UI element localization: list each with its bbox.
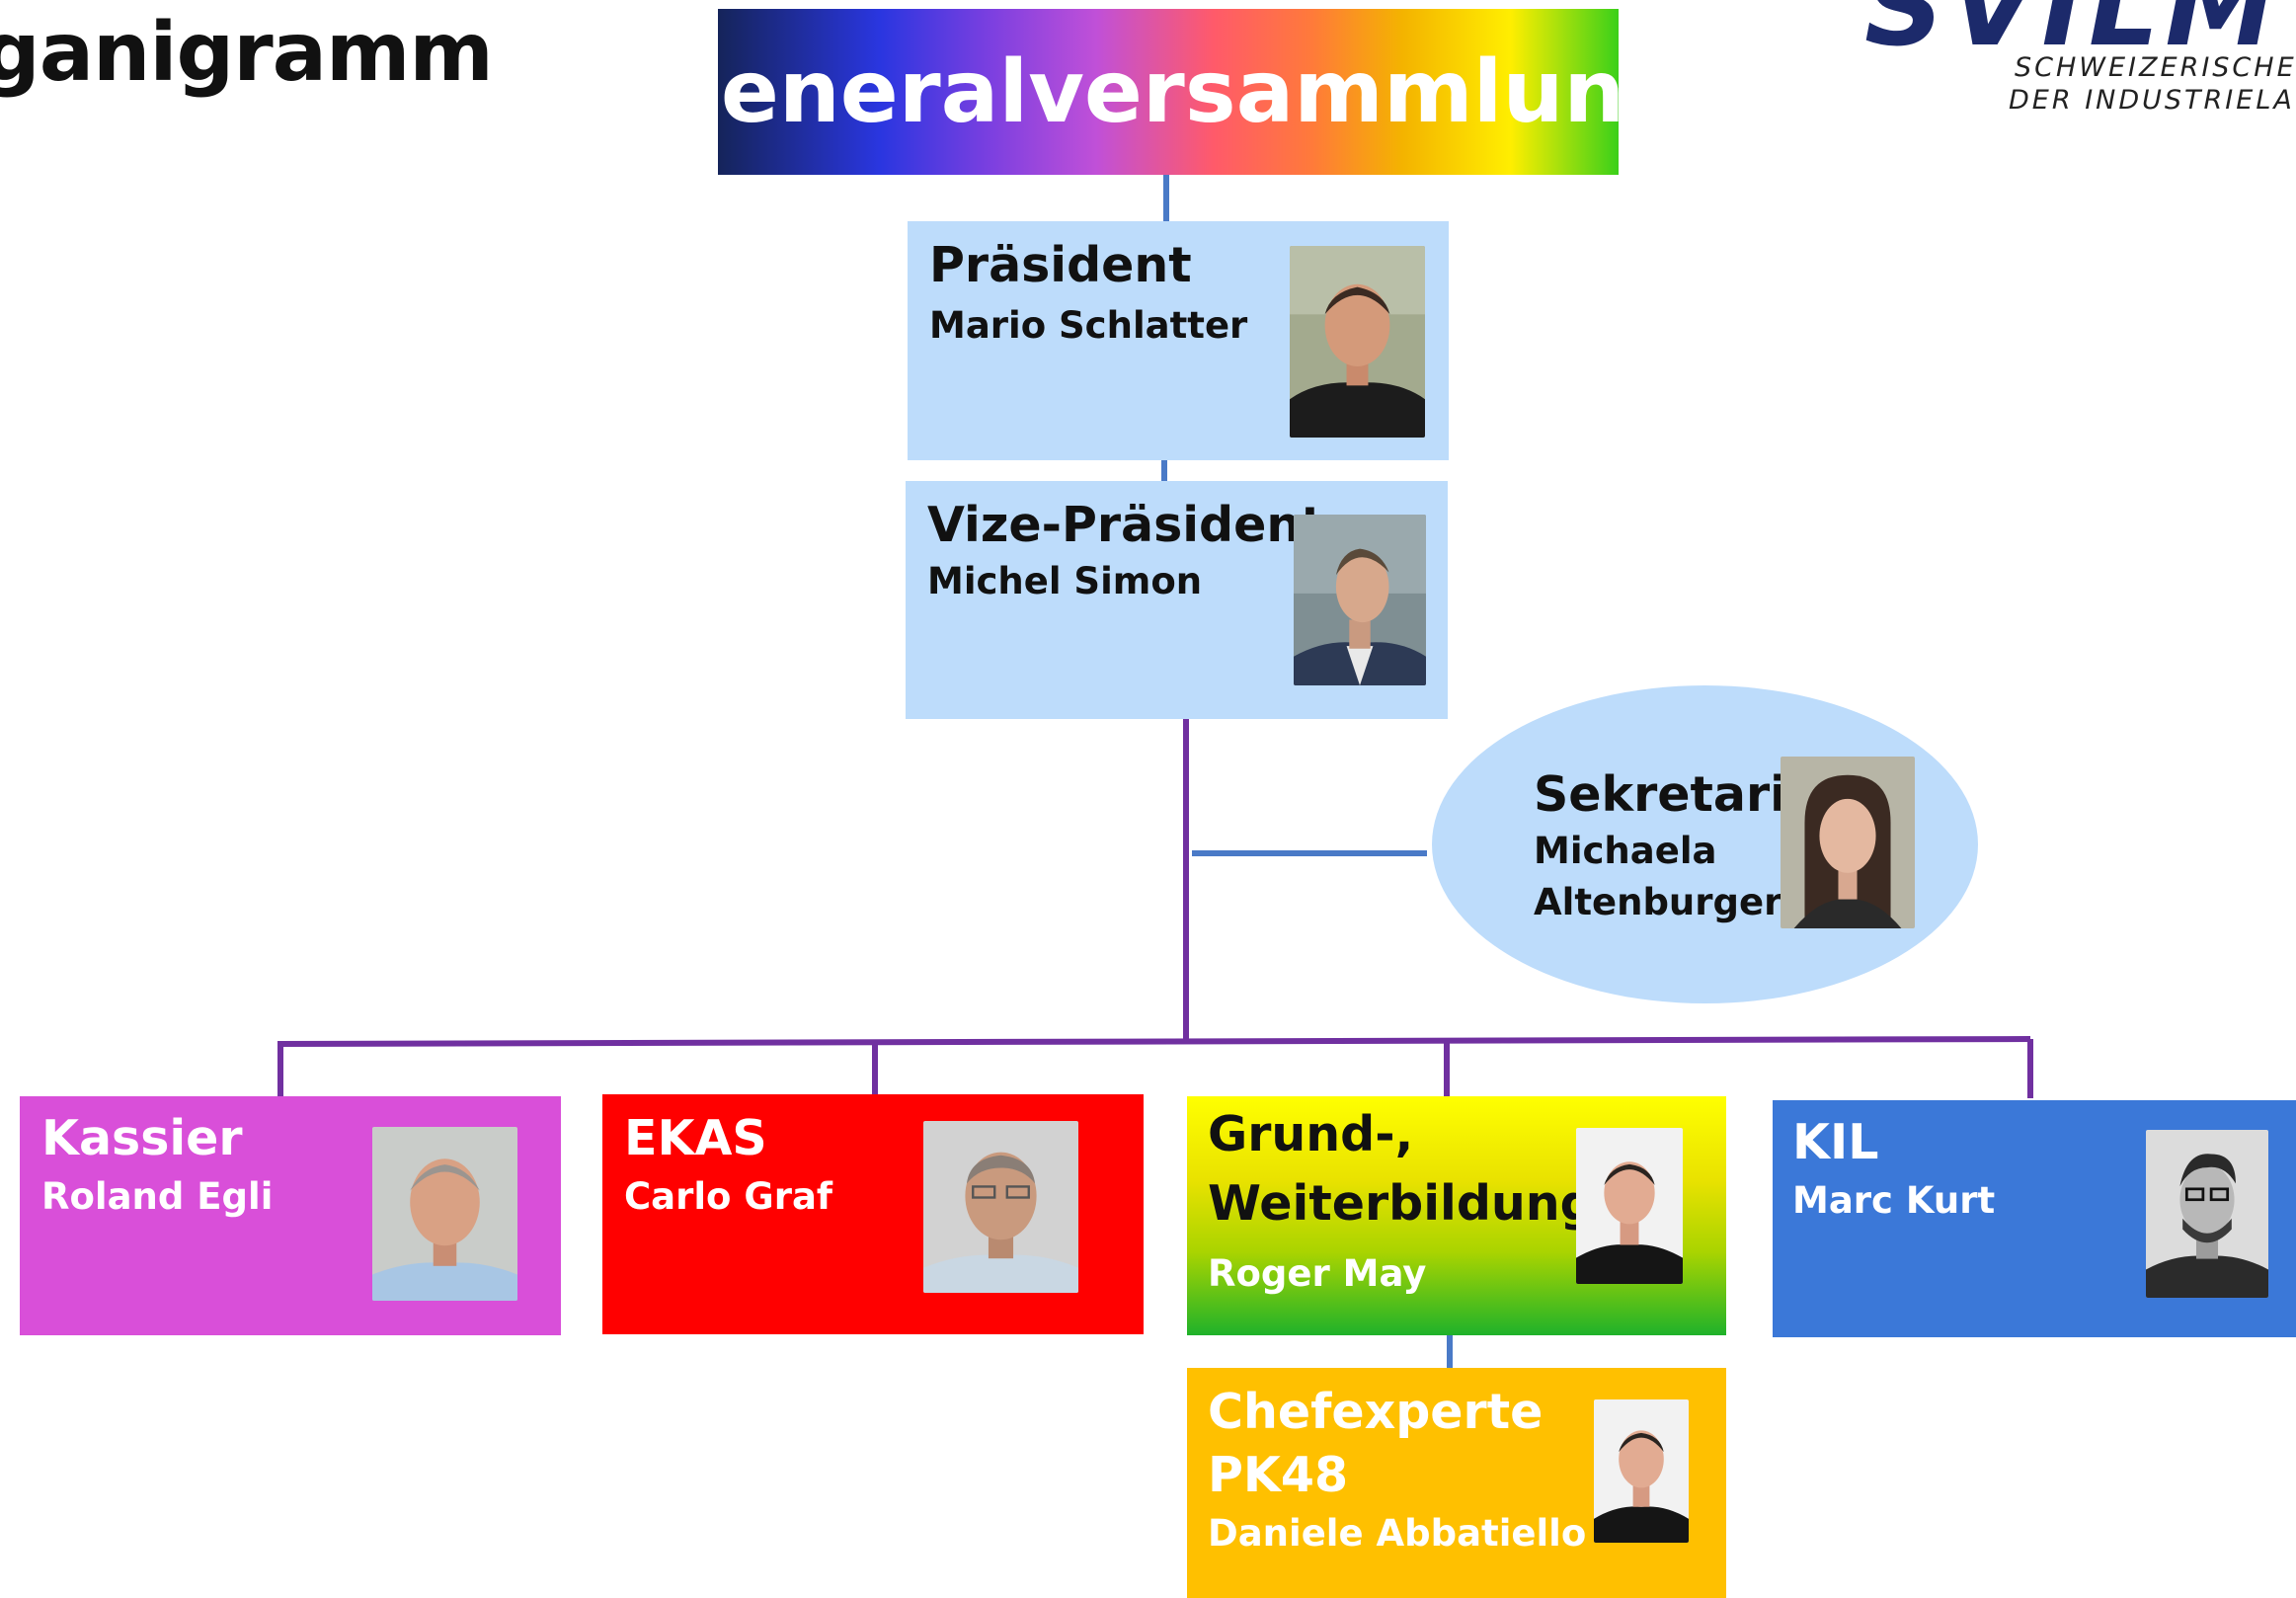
praesident-name: Mario Schlatter: [929, 304, 1248, 347]
sekretariat-name-line-1: Michaela: [1534, 830, 1717, 872]
sekretariat-box: Sekretariat Michaela Altenburger: [1432, 685, 1978, 1003]
vize-box: Vize-Präsident Michel Simon: [906, 481, 1448, 719]
vize-photo: [1294, 515, 1426, 685]
praesident-box: Präsident Mario Schlatter: [908, 221, 1449, 460]
sekretariat-name-line-2: Altenburger: [1534, 881, 1782, 923]
generalversammlung-label: Generalversammlung: [718, 41, 1619, 142]
kassier-box: Kassier Roland Egli: [20, 1096, 561, 1335]
generalversammlung-box: Generalversammlung: [718, 9, 1619, 175]
chef-photo: [1594, 1399, 1689, 1543]
vize-name: Michel Simon: [927, 560, 1203, 602]
kil-name: Marc Kurt: [1792, 1179, 1996, 1222]
grund-photo: [1576, 1128, 1683, 1284]
kassier-name: Roland Egli: [41, 1175, 274, 1218]
kil-role: KIL: [1792, 1114, 1879, 1170]
ekas-role: EKAS: [624, 1110, 767, 1166]
grund-name: Roger May: [1208, 1252, 1427, 1295]
ekas-photo: [923, 1121, 1078, 1293]
vize-role: Vize-Präsident: [927, 497, 1324, 553]
chef-box: Chefexperte PK48 Daniele Abbatiello: [1187, 1368, 1726, 1598]
chef-role-line-1: Chefexperte: [1208, 1384, 1544, 1440]
kassier-role: Kassier: [41, 1110, 243, 1166]
kil-box: KIL Marc Kurt: [1773, 1100, 2296, 1337]
kassier-photo: [372, 1127, 517, 1301]
ekas-name: Carlo Graf: [624, 1175, 833, 1218]
logo-letters: SVILM: [1864, 0, 2281, 71]
grund-role-line-1: Grund-,: [1208, 1106, 1414, 1162]
kil-photo: [2146, 1130, 2268, 1298]
logo-tagline-1: SCHWEIZERISCHE V: [2015, 52, 2296, 83]
grund-role-line-2: Weiterbildung: [1208, 1175, 1595, 1232]
grund-box: Grund-, Weiterbildung Roger May: [1187, 1096, 1726, 1335]
chef-role-line-2: PK48: [1208, 1447, 1349, 1503]
connector-horizontal: [277, 1036, 2031, 1048]
ekas-box: EKAS Carlo Graf: [602, 1094, 1144, 1334]
praesident-role: Präsident: [929, 237, 1192, 293]
page-title: ganigramm: [0, 6, 494, 100]
logo-tagline-2: DER INDUSTRIELAC: [2009, 85, 2296, 116]
sekretariat-photo: [1781, 757, 1915, 928]
praesident-photo: [1290, 246, 1425, 438]
chef-name: Daniele Abbatiello: [1208, 1512, 1587, 1555]
